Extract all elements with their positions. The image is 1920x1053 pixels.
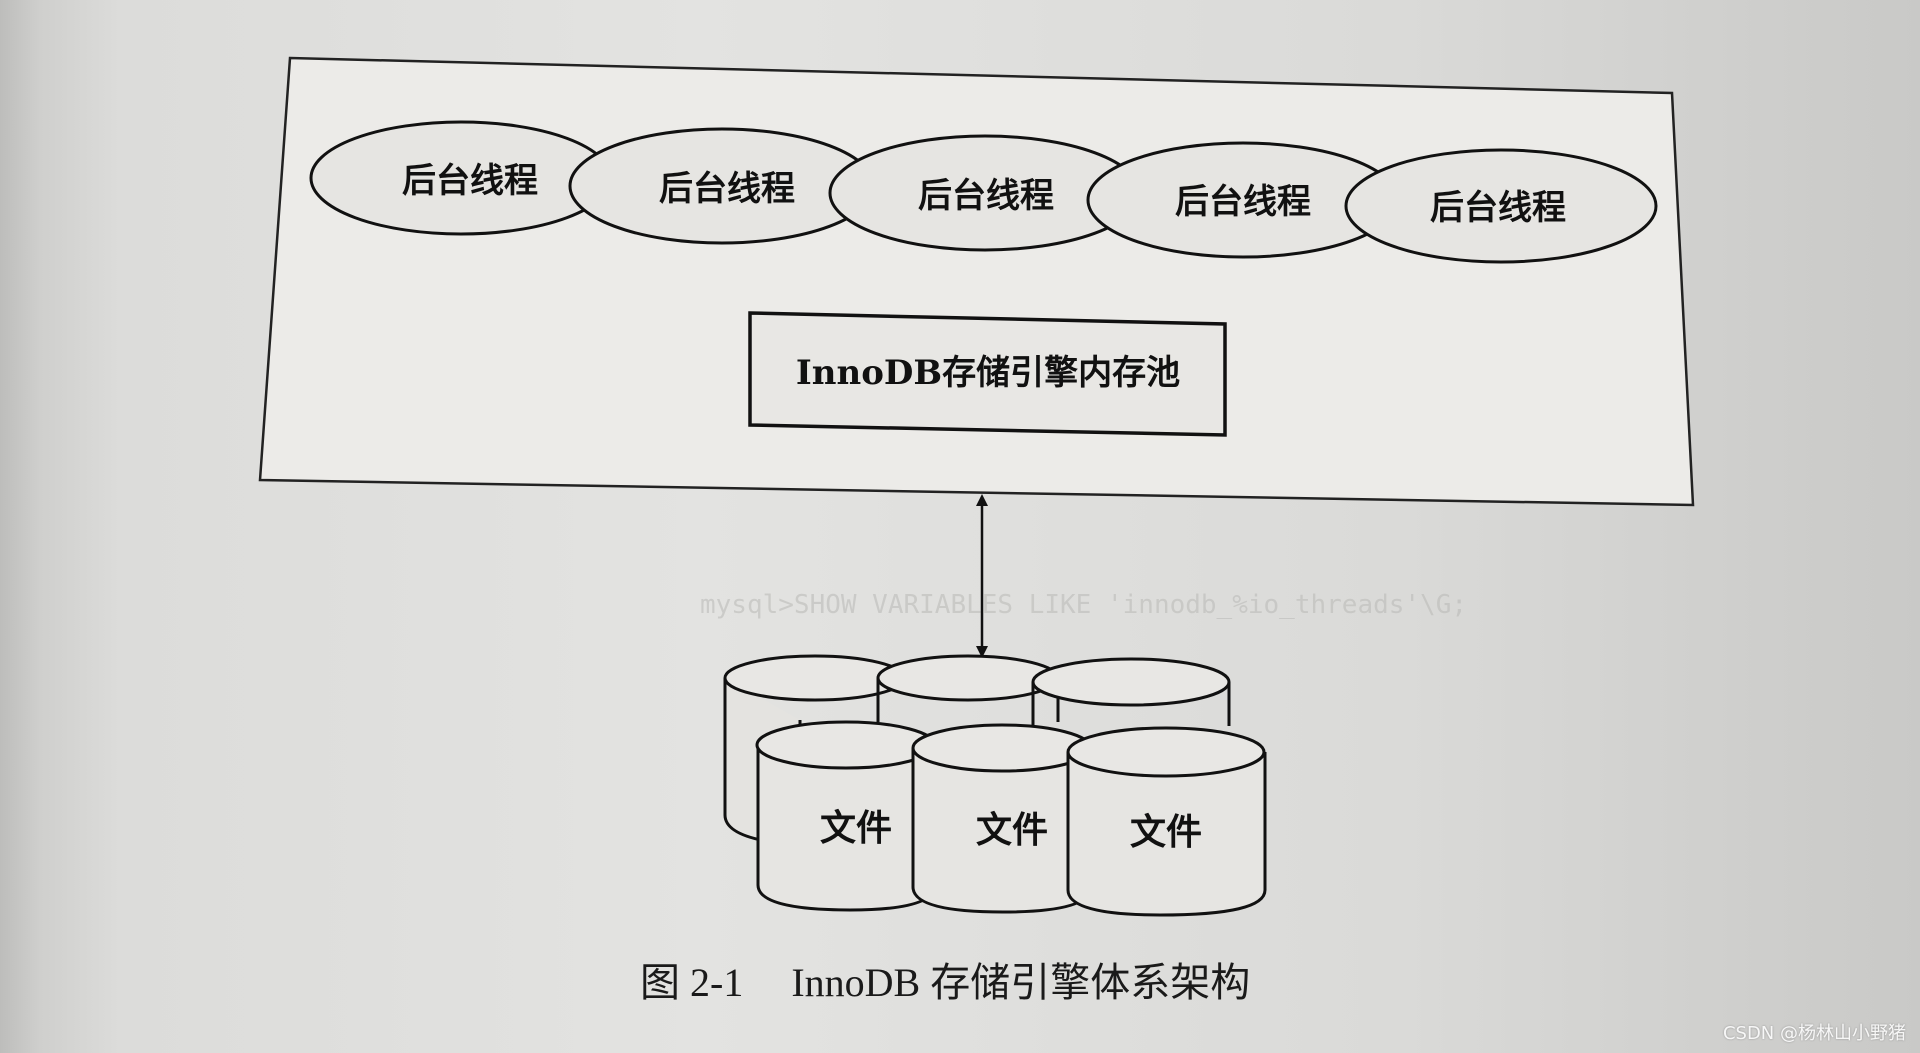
buffer-pool-label: InnoDB存储引擎内存池 [796, 353, 1180, 393]
buffer-pool-box [748, 311, 1227, 437]
background-bleed-text: mysql>SHOW VARIABLES LIKE 'innodb_%io_th… [700, 590, 1468, 620]
thread-label: 后台线程 [918, 176, 1054, 216]
figure-caption: 图 2-1 InnoDB 存储引擎体系架构 [640, 950, 1360, 1008]
thread-ellipse: 后台线程 [828, 134, 1142, 252]
file-cylinder-back [876, 654, 1060, 722]
watermark-text: CSDN @杨林山小野猪 [1722, 1023, 1906, 1044]
figure-title: InnoDB 存储引擎体系架构 [791, 960, 1251, 1005]
thread-label: 后台线程 [1175, 182, 1311, 222]
thread-label: 后台线程 [1430, 188, 1566, 228]
file-cylinder: 文件 [911, 723, 1093, 914]
file-label: 文件 [976, 809, 1048, 851]
file-label: 文件 [820, 807, 892, 849]
thread-ellipse: 后台线程 [309, 120, 613, 236]
thread-ellipse: 后台线程 [568, 127, 876, 245]
thread-label: 后台线程 [659, 169, 795, 209]
file-cylinder: 文件 [755, 720, 937, 912]
thread-label: 后台线程 [402, 161, 538, 201]
file-label: 文件 [1130, 811, 1202, 853]
thread-ellipse: 后台线程 [1344, 148, 1658, 264]
file-cylinder-back [1031, 657, 1231, 726]
file-cylinder: 文件 [1066, 726, 1267, 917]
figure-number: 图 2-1 [640, 960, 744, 1005]
